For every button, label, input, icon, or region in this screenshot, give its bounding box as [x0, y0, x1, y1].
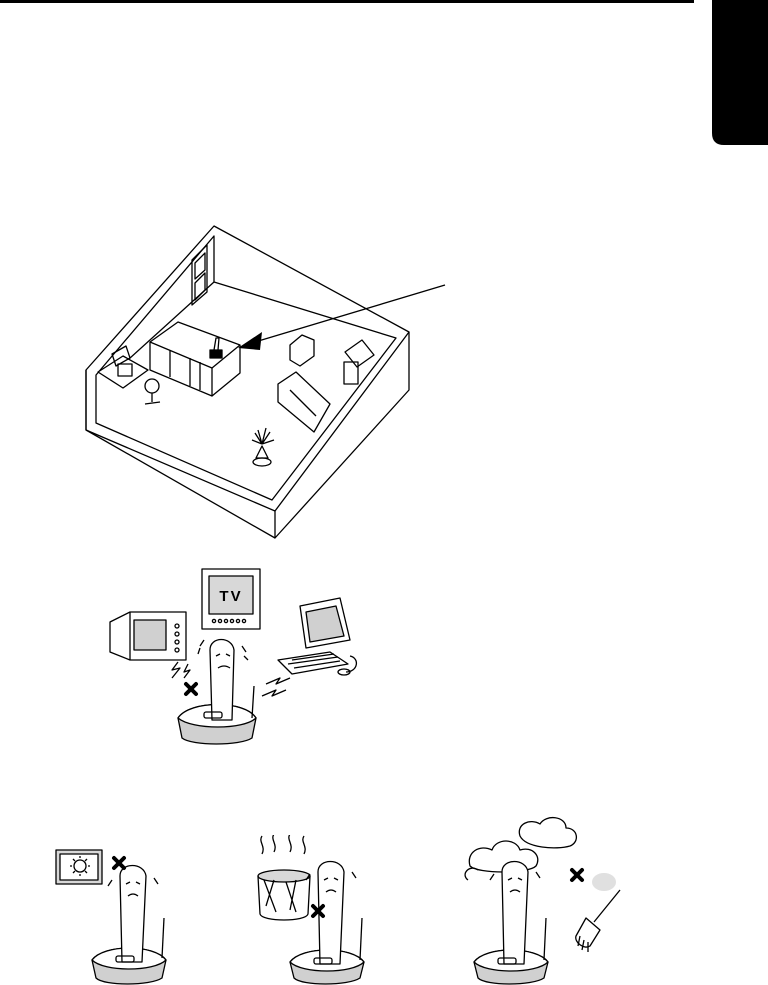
sunlight-window-icon [50, 845, 190, 985]
tv-label: TV [219, 588, 242, 605]
side-tab-marker [712, 0, 768, 145]
appliance-interference-illustration: TV [105, 565, 370, 750]
heat-source-icon [250, 835, 400, 985]
room-placement-illustration [75, 220, 465, 540]
computer-icon [278, 598, 356, 675]
microwave-icon [110, 612, 186, 660]
top-rule [0, 0, 694, 3]
dust-smoke-icon [455, 815, 630, 985]
